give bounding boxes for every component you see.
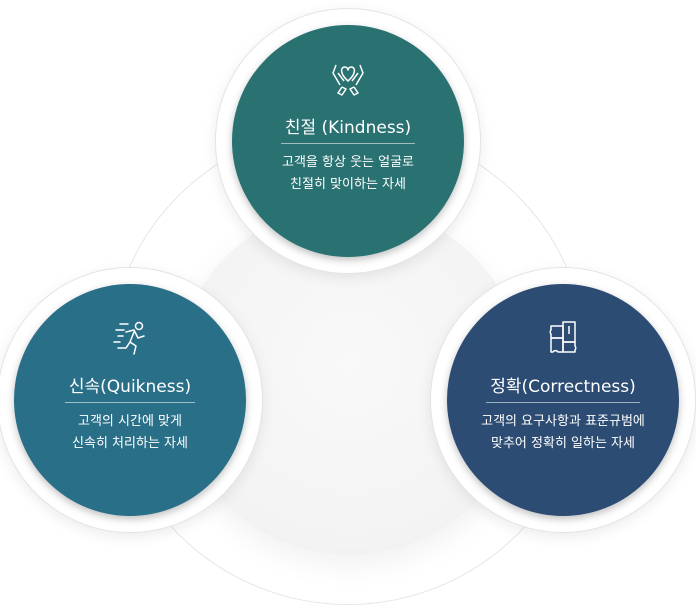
- description-line: 신속히 처리하는 자세: [72, 436, 188, 451]
- correctness-disc: 정확(Correctness) 고객의 요구사항과 표준규범에 맞추어 정확히 …: [447, 284, 679, 516]
- heart-hands-icon: [332, 64, 364, 96]
- kindness-node: 친절 (Kindness) 고객을 항상 웃는 얼굴로 친절히 맞이하는 자세: [215, 8, 481, 274]
- description-line: 고객의 요구사항과 표준규범에: [481, 414, 645, 429]
- quickness-description: 고객의 시간에 맞게 신속히 처리하는 자세: [72, 411, 188, 455]
- puzzle-icon: [549, 321, 577, 353]
- kindness-disc: 친절 (Kindness) 고객을 항상 웃는 얼굴로 친절히 맞이하는 자세: [232, 25, 464, 257]
- correctness-title: 정확(Correctness): [486, 372, 640, 403]
- running-person-icon: [113, 321, 145, 355]
- quickness-title: 신속(Quikness): [64, 372, 196, 403]
- quickness-node: 신속(Quikness) 고객의 시간에 맞게 신속히 처리하는 자세: [0, 267, 263, 533]
- description-line: 친절히 맞이하는 자세: [290, 177, 406, 192]
- kindness-title: 친절 (Kindness): [280, 113, 416, 144]
- correctness-description: 고객의 요구사항과 표준규범에 맞추어 정확히 일하는 자세: [481, 411, 645, 455]
- description-line: 고객의 시간에 맞게: [78, 414, 182, 429]
- kindness-description: 고객을 항상 웃는 얼굴로 친절히 맞이하는 자세: [282, 152, 414, 196]
- quickness-disc: 신속(Quikness) 고객의 시간에 맞게 신속히 처리하는 자세: [14, 284, 246, 516]
- correctness-node: 정확(Correctness) 고객의 요구사항과 표준규범에 맞추어 정확히 …: [430, 267, 696, 533]
- description-line: 고객을 항상 웃는 얼굴로: [282, 155, 414, 170]
- description-line: 맞추어 정확히 일하는 자세: [491, 436, 635, 451]
